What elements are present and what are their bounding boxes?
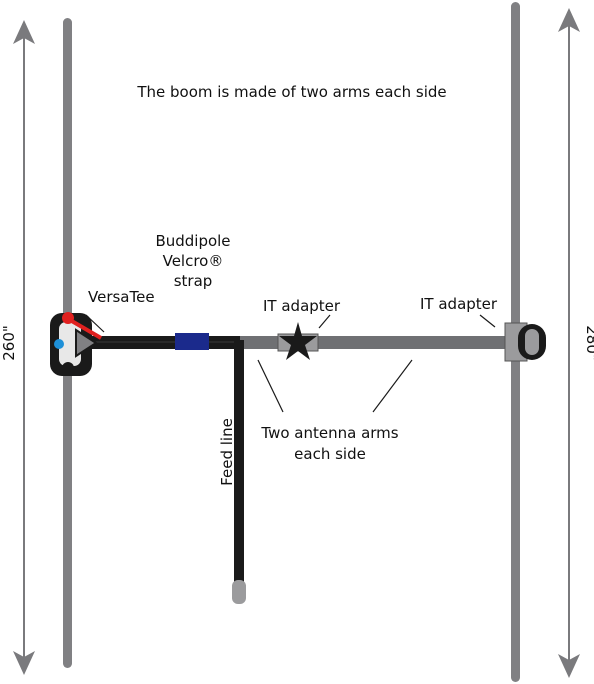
buddipole-label-line1: Buddipole <box>155 232 230 250</box>
left-dimension-arrow <box>13 20 35 675</box>
right-it-adapter <box>504 322 546 362</box>
leader-versatee <box>85 314 105 333</box>
right-dimension-arrow <box>558 8 580 678</box>
versatee-bottom-knob <box>62 362 74 374</box>
it-adapter-right-label: IT adapter <box>420 295 498 313</box>
antenna-arms-label-line2: each side <box>294 445 366 463</box>
leader-arms-left <box>257 359 284 413</box>
leader-it-right <box>479 314 496 328</box>
feed-line <box>234 340 244 586</box>
leader-it-center <box>318 314 331 329</box>
versatee-blue-knob <box>54 339 64 349</box>
feed-line-connector <box>232 580 246 604</box>
versatee-label: VersaTee <box>88 288 155 306</box>
right-dimension-label: 280" <box>583 325 594 361</box>
center-it-adapter <box>277 322 319 360</box>
antenna-arms-label-line1: Two antenna arms <box>260 424 398 442</box>
buddipole-label-line3: strap <box>174 272 213 290</box>
velcro-strap <box>175 333 209 350</box>
it-adapter-center-label: IT adapter <box>263 297 341 315</box>
buddipole-label-line2: Velcro® <box>163 252 224 270</box>
left-dimension-label: 260" <box>0 325 18 361</box>
diagram-title: The boom is made of two arms each side <box>136 83 446 101</box>
leader-arms-right <box>372 359 413 413</box>
versatee <box>50 312 103 376</box>
feed-line-label: Feed line <box>218 418 236 486</box>
